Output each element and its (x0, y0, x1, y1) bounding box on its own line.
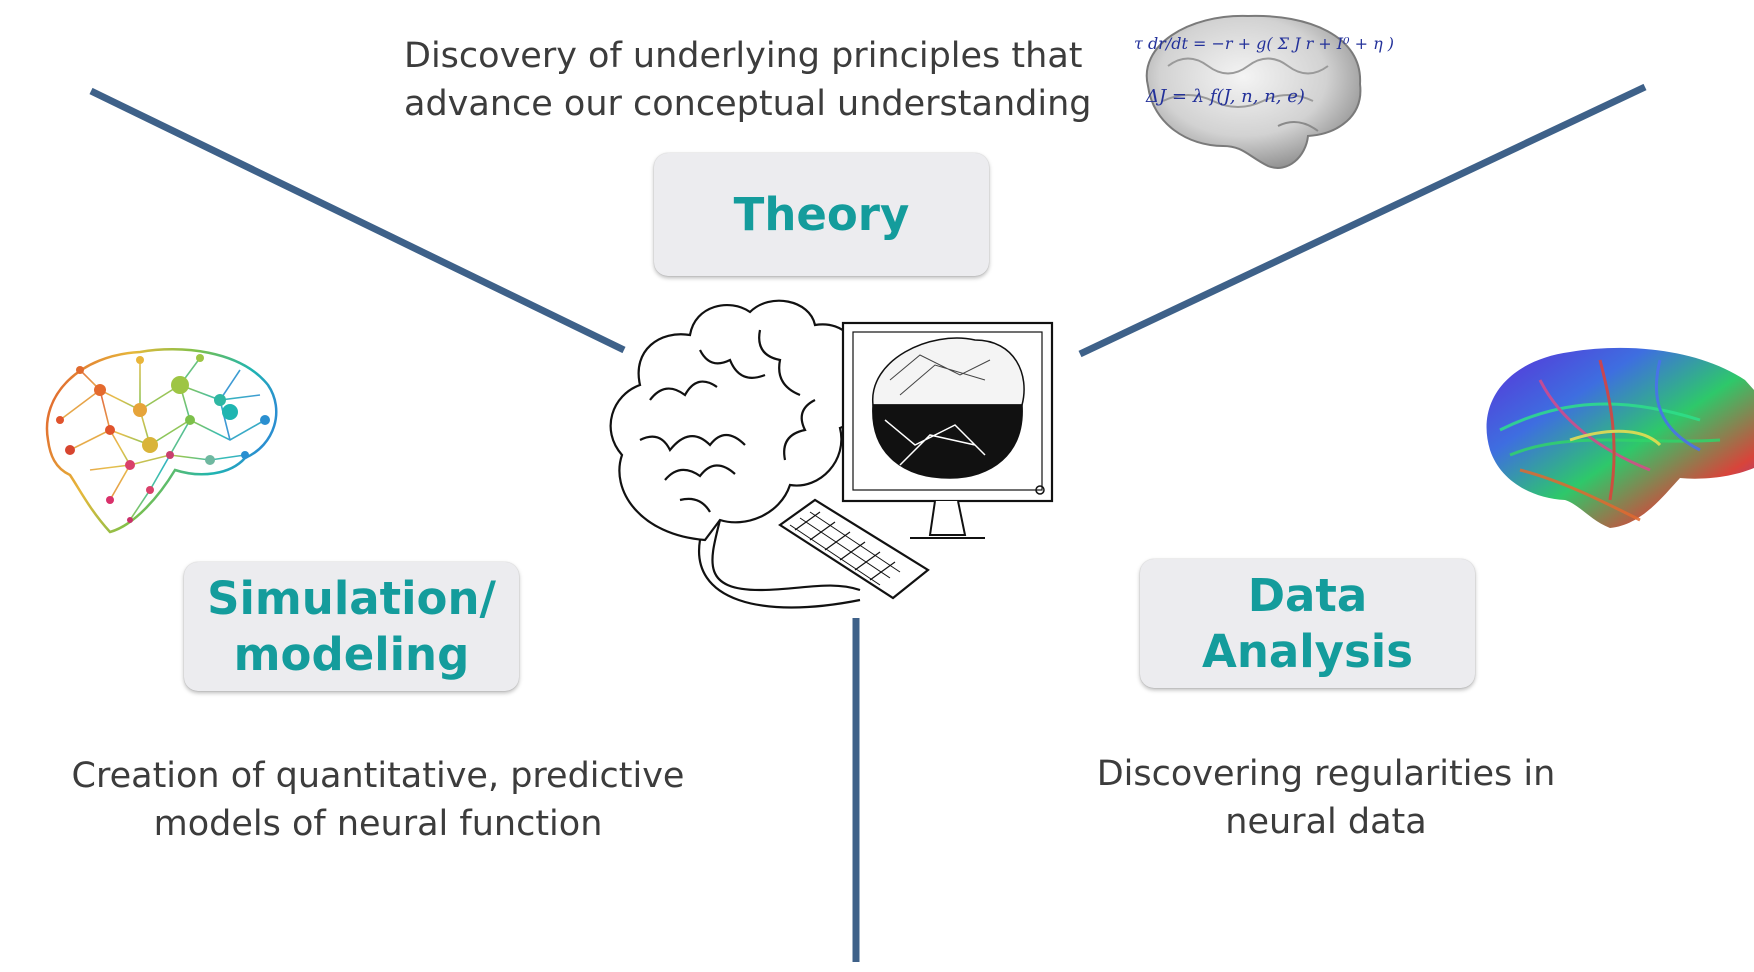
connector-top-right (1078, 83, 1647, 358)
equation-line-1: τ dr/dt = −r + g( Σ J r + I⁰ + η ) (1134, 34, 1395, 53)
simulation-description-line-2: models of neural function (153, 804, 603, 844)
data-analysis-description: Discovering regularities in neural data (1076, 750, 1576, 846)
simulation-description-line-1: Creation of quantitative, predictive (71, 756, 685, 796)
theory-description-line-1: Discovery of underlying principles that (404, 36, 1083, 76)
equation-line-2: ΔJ = λ f(J, n, n, e) (1146, 86, 1305, 107)
theory-description-line-2: advance our conceptual understanding (404, 84, 1092, 124)
sketch-keyboard-icon (778, 498, 930, 600)
theory-description: Discovery of underlying principles that … (404, 32, 1092, 128)
gray-brain-icon (1145, 14, 1362, 169)
simulation-label-line-2: modeling (233, 627, 470, 681)
simulation-label-line-1: Simulation/ (207, 571, 496, 625)
data-analysis-box: Data Analysis (1140, 559, 1475, 688)
simulation-box: Simulation/ modeling (184, 562, 519, 691)
brain-equations-image: τ dr/dt = −r + g( Σ J r + I⁰ + η ) ΔJ = … (1128, 6, 1394, 181)
data-analysis-label-line-2: Analysis (1202, 624, 1413, 678)
data-analysis-description-line-1: Discovering regularities in (1096, 754, 1556, 794)
theory-box: Theory (654, 153, 989, 276)
connector-top-left (89, 87, 626, 354)
network-nodes (56, 354, 270, 523)
sketch-monitor-icon (841, 321, 1054, 539)
sketch-brain-icon (609, 299, 864, 609)
simulation-description: Creation of quantitative, predictive mod… (58, 752, 698, 848)
data-analysis-label-line-1: Data (1247, 568, 1368, 622)
theory-label: Theory (733, 187, 910, 241)
data-analysis-description-line-2: neural data (1225, 802, 1427, 842)
